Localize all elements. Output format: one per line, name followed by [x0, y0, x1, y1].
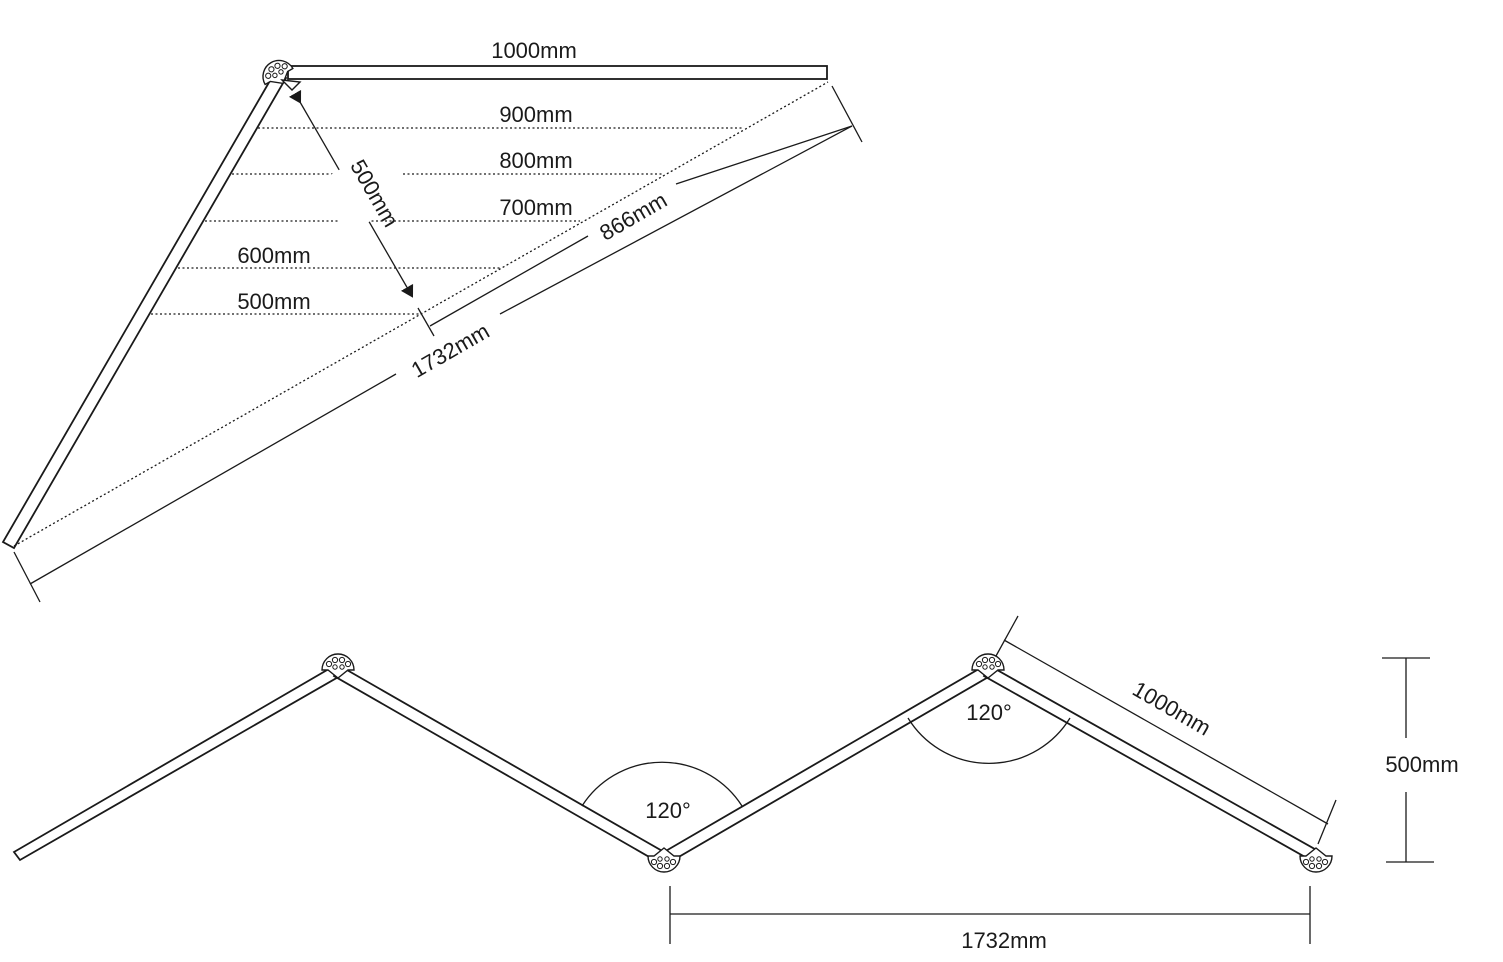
height-label-mask	[317, 143, 415, 235]
level-label-600: 600mm	[237, 243, 310, 268]
level-label-900: 900mm	[499, 102, 572, 127]
level-label-800: 800mm	[499, 148, 572, 173]
dim-1000-line	[1003, 639, 1329, 825]
angle-label-valley: 120°	[645, 798, 691, 823]
dim-1000-ext-top	[995, 615, 1019, 657]
dim-866-ext-right	[831, 85, 863, 143]
hypotenuse-half-label: 866mm	[595, 187, 671, 245]
top-bar-length-label: 1000mm	[491, 38, 577, 63]
zigzag-bar-2	[332, 664, 666, 864]
span-label: 1732mm	[961, 928, 1047, 953]
angle-label-peak: 120°	[966, 700, 1012, 725]
hub-foot-icon	[280, 79, 302, 91]
level-label-500: 500mm	[237, 289, 310, 314]
dim-1732-line-b	[499, 125, 853, 315]
dim-1732-ext-left	[13, 551, 41, 603]
angle-arc-valley	[581, 761, 743, 807]
angle-arc-peak	[907, 717, 1071, 765]
dim-1732-line-a	[29, 373, 397, 585]
bar-length-label: 1000mm	[1128, 676, 1215, 740]
top-diagram: 1000mm 900mm 800mm 700mm 600mm 500mm 500…	[1, 38, 863, 603]
dim-1000-ext-bottom	[1317, 799, 1337, 845]
zigzag-bar-3	[662, 664, 992, 864]
dim-866-ext-left	[417, 307, 435, 337]
bottom-diagram: 120° 120° 1000mm 500mm 1732mm	[12, 615, 1459, 953]
top-horizontal-bar	[287, 65, 828, 80]
height-label-bottom: 500mm	[1385, 752, 1458, 777]
dim-866-line-a	[429, 235, 589, 327]
level-label-700: 700mm	[499, 195, 572, 220]
hypotenuse-full-label: 1732mm	[407, 318, 494, 382]
zigzag-bar-1	[12, 664, 342, 862]
dim-866-line-b	[675, 125, 853, 185]
